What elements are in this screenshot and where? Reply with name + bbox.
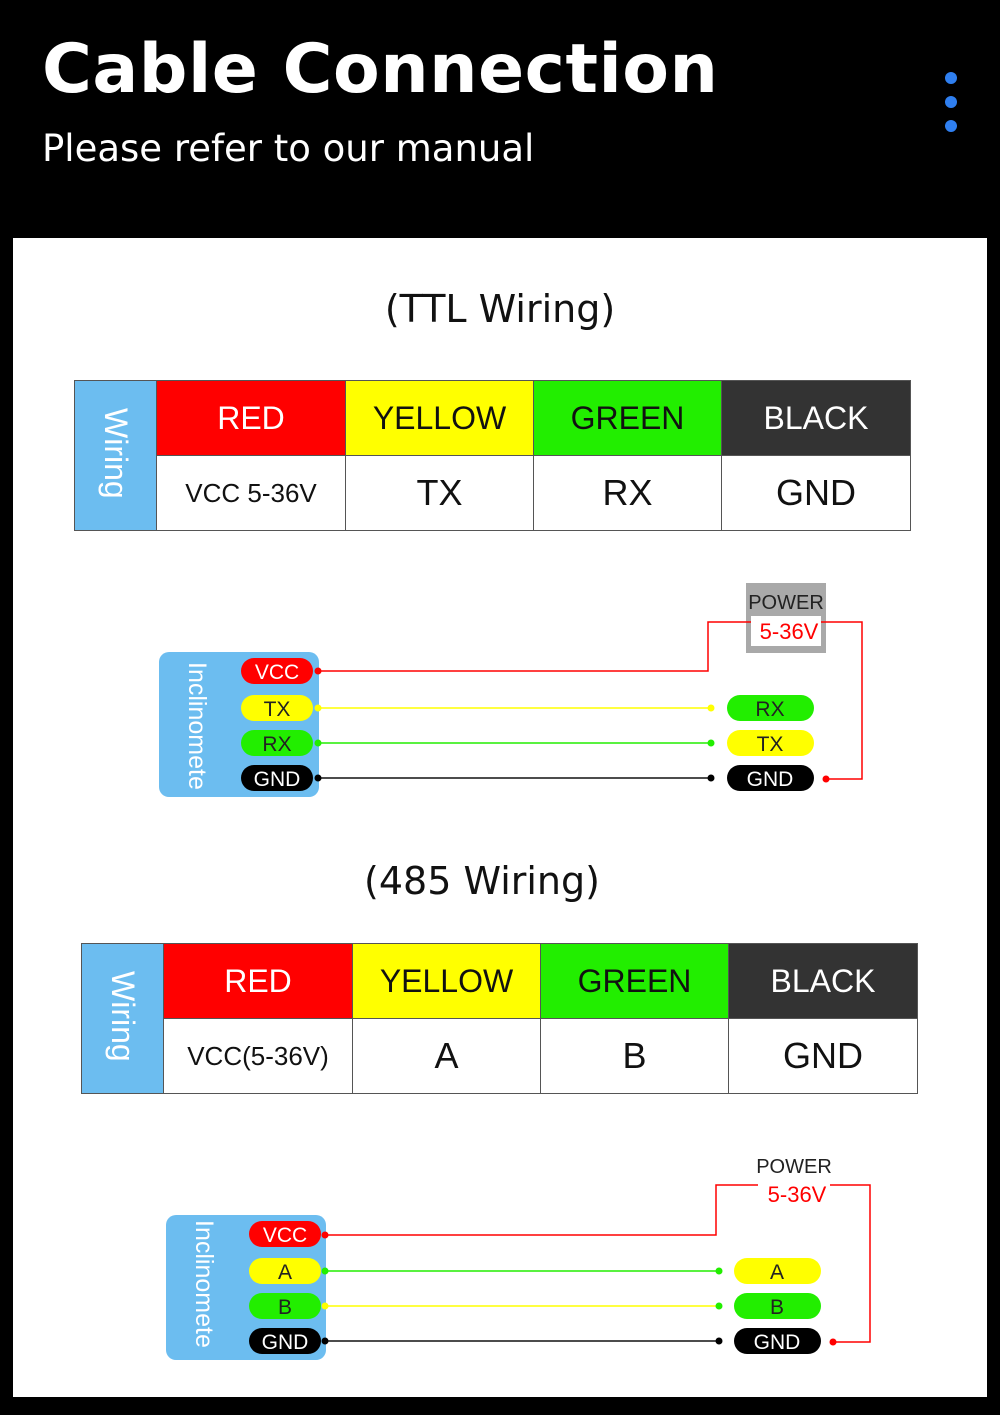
more-menu-icon[interactable] [945, 72, 959, 144]
rs485-pin-vcc-label: VCC [263, 1224, 307, 1247]
ttl-value-green: RX [533, 455, 722, 531]
ttl-dot [314, 704, 322, 712]
rs485-target-b-label: B [770, 1296, 784, 1319]
page-subtitle: Please refer to our manual [42, 127, 535, 170]
ttl-power-label: POWER [748, 592, 824, 614]
ttl-section-title: (TTL Wiring) [384, 287, 616, 331]
ttl-target-tx-label: TX [757, 733, 784, 756]
rs485-power-value: 5-36V [768, 1182, 827, 1207]
ttl-wire-vcc [319, 621, 751, 672]
ttl-pin-tx-label: TX [264, 698, 291, 721]
ttl-pin-vcc-label: VCC [255, 661, 299, 684]
ttl-target-rx-label: RX [755, 698, 784, 721]
rs485-pin-a-label: A [278, 1261, 292, 1284]
ttl-wire-power-gnd [821, 621, 863, 780]
ttl-target-tx [727, 730, 814, 756]
ttl-pin-gnd [241, 765, 313, 791]
ttl-value-red: VCC 5-36V [156, 455, 346, 531]
rs485-inclinometer-box [166, 1215, 326, 1360]
rs485-wire-power-gnd [830, 1184, 871, 1343]
ttl-header-yellow: YELLOW [345, 380, 534, 456]
rs485-value-yellow: A [352, 1018, 541, 1094]
rs485-pin-b [249, 1293, 321, 1319]
rs485-side-label: Wiring [81, 943, 164, 1094]
rs485-power-label: POWER [756, 1156, 832, 1178]
rs485-header-green: GREEN [540, 943, 729, 1019]
rs485-dot [829, 1338, 837, 1346]
rs485-target-b [734, 1293, 821, 1319]
rs485-header-red: RED [163, 943, 353, 1019]
rs485-inclinometer-label: Inclinomete [190, 1220, 218, 1348]
ttl-dot [707, 774, 715, 782]
rs485-pin-b-label: B [278, 1296, 292, 1319]
ttl-inclinometer-box [159, 652, 319, 797]
rs485-dot [715, 1267, 723, 1275]
ttl-dot [707, 739, 715, 747]
rs485-dot [321, 1231, 329, 1239]
rs485-pin-gnd-label: GND [262, 1331, 309, 1354]
rs485-target-a [734, 1258, 821, 1284]
ttl-dot [707, 704, 715, 712]
wiring-diagrams: Inclinomete POWER 5-36V VCC TX RX GND [159, 583, 871, 1360]
rs485-pin-vcc [249, 1221, 321, 1247]
rs485-dot [321, 1302, 329, 1310]
ttl-value-black: GND [721, 455, 911, 531]
rs485-target-gnd-label: GND [754, 1331, 801, 1354]
rs485-wiring-table: Wiring RED YELLOW GREEN BLACK VCC(5-36V)… [81, 943, 918, 1094]
ttl-side-label: Wiring [74, 380, 157, 531]
page-title: Cable Connection [42, 30, 719, 109]
rs485-dot [715, 1302, 723, 1310]
ttl-dot [314, 774, 322, 782]
ttl-value-yellow: TX [345, 455, 534, 531]
rs485-target-a-label: A [770, 1261, 784, 1284]
ttl-pin-rx-label: RX [262, 733, 291, 756]
ttl-pin-rx [241, 730, 313, 756]
rs485-pin-a [249, 1258, 321, 1284]
menu-dot [945, 120, 957, 132]
menu-dot [945, 96, 957, 108]
rs485-value-red: VCC(5-36V) [163, 1018, 353, 1094]
rs485-header-black: BLACK [728, 943, 918, 1019]
ttl-power-value: 5-36V [760, 619, 819, 644]
ttl-pin-gnd-label: GND [254, 768, 301, 791]
ttl-inclinometer-label: Inclinomete [183, 662, 211, 790]
rs485-target-gnd [734, 1328, 821, 1354]
rs485-section-title: (485 Wiring) [364, 859, 600, 903]
menu-dot [945, 72, 957, 84]
rs485-diagram: Inclinomete POWER 5-36V VCC A B GND [166, 1156, 871, 1360]
rs485-value-black: GND [728, 1018, 918, 1094]
ttl-power-value-bg [751, 616, 821, 646]
ttl-dot [822, 775, 830, 783]
ttl-target-gnd-label: GND [747, 768, 794, 791]
ttl-pin-tx [241, 695, 313, 721]
rs485-dot [715, 1337, 723, 1345]
wiring-panel: (TTL Wiring) Wiring RED YELLOW GREEN BLA… [13, 238, 987, 1397]
ttl-dot [314, 667, 322, 675]
rs485-value-green: B [540, 1018, 729, 1094]
rs485-wire-vcc [326, 1184, 758, 1236]
ttl-target-rx [727, 695, 814, 721]
ttl-pin-vcc [241, 658, 313, 684]
ttl-diagram: Inclinomete POWER 5-36V VCC TX RX GND [159, 583, 863, 797]
ttl-target-gnd [727, 765, 814, 791]
rs485-dot [321, 1337, 329, 1345]
rs485-pin-gnd [249, 1328, 321, 1354]
ttl-dot [314, 739, 322, 747]
ttl-header-red: RED [156, 380, 346, 456]
rs485-dot [321, 1267, 329, 1275]
ttl-header-black: BLACK [721, 380, 911, 456]
ttl-wiring-table: Wiring RED YELLOW GREEN BLACK VCC 5-36V … [74, 380, 911, 531]
